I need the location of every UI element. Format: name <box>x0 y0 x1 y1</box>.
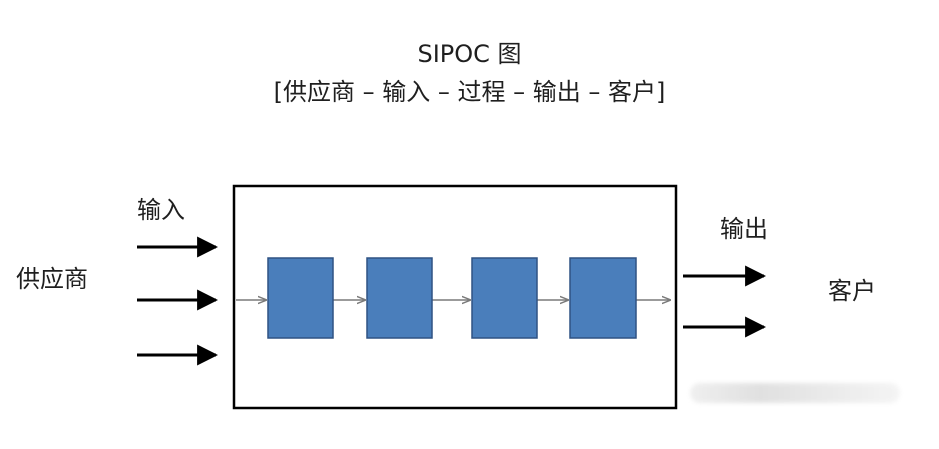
process-step-2 <box>366 257 433 339</box>
customer-label: 客户 <box>828 277 876 305</box>
output-label: 输出 <box>720 215 768 243</box>
diagram-title: SIPOC 图 <box>417 40 522 68</box>
diagram-subtitle: [供应商 – 输入 – 过程 – 输出 – 客户] <box>273 78 666 106</box>
blurred-watermark <box>690 383 900 403</box>
supplier-label: 供应商 <box>16 265 88 293</box>
process-step-4 <box>569 257 637 339</box>
process-step-3 <box>471 257 538 339</box>
process-step-1 <box>267 257 334 339</box>
input-label: 输入 <box>137 196 185 224</box>
